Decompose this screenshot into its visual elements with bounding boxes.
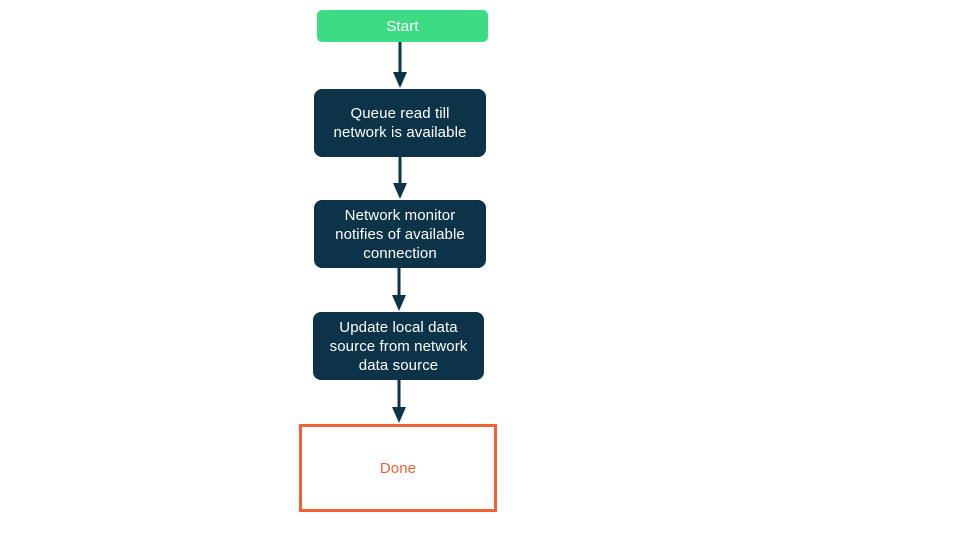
node-update-local-data-source[interactable]: Update local data source from network da… (313, 312, 484, 380)
arrowhead-icon (393, 72, 407, 88)
arrowhead-icon (392, 295, 406, 311)
node-queue-read-label: Queue read till network is available (333, 105, 467, 141)
node-done[interactable]: Done (299, 424, 497, 512)
edge-monitor-to-update (392, 268, 406, 311)
edge-start-to-queue (393, 42, 407, 88)
arrowhead-icon (392, 407, 406, 423)
node-network-monitor-label: Network monitor notifies of available co… (335, 206, 465, 262)
edge-queue-to-monitor (393, 157, 407, 199)
node-start[interactable]: Start (317, 10, 488, 42)
node-done-label: Done (379, 459, 417, 477)
edge-update-to-done (392, 380, 406, 423)
node-start-label: Start (386, 17, 419, 35)
arrowhead-icon (393, 183, 407, 199)
node-queue-read[interactable]: Queue read till network is available (314, 89, 486, 157)
node-network-monitor[interactable]: Network monitor notifies of available co… (314, 200, 486, 268)
node-update-local-data-source-label: Update local data source from network da… (329, 318, 468, 374)
